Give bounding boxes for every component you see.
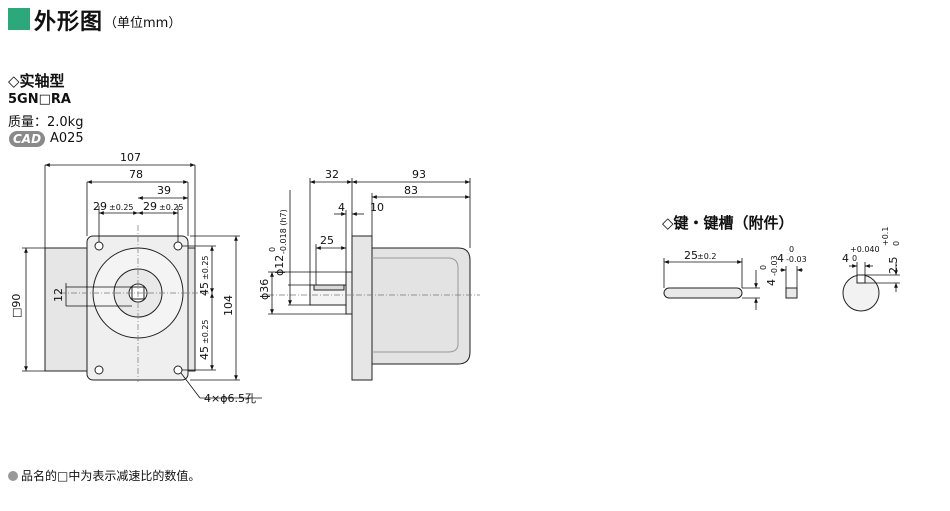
header-accent-square: [8, 8, 30, 30]
dim-key-width: 4: [777, 252, 784, 265]
dim-key-height-tol-lower: -0.03: [770, 255, 779, 276]
dim-key-length-tol: ±0.2: [697, 252, 716, 261]
dim-slot-width-tol-upper: +0.040: [850, 245, 880, 254]
key-section-title: ◇键・键槽（附件）: [662, 214, 794, 232]
dim-slot-width-tol-lower: 0: [852, 254, 857, 263]
dim-45-upper: 45: [198, 282, 211, 296]
side-dimension-lines: [268, 178, 471, 315]
dim-32: 32: [325, 168, 339, 181]
dim-shaft-tol-upper: 0: [268, 247, 277, 252]
dim-25: 25: [320, 234, 334, 247]
key-view: [663, 274, 880, 312]
dim-45-lower: 45: [198, 346, 211, 360]
side-view: [309, 235, 471, 381]
dim-key-height: 4: [765, 279, 778, 286]
dim-78: 78: [129, 168, 143, 181]
dim-slot-depth-tol-lower: 0: [892, 241, 901, 246]
dim-key-width-tol-upper: 0: [789, 245, 794, 254]
front-dimension-lines: [22, 163, 262, 399]
dim-107: 107: [120, 151, 141, 164]
model-number: 5GN□RA: [8, 92, 71, 107]
dim-12: 12: [52, 288, 65, 302]
dim-10: 10: [370, 201, 384, 214]
dim-shaft-tol-lower: -0.018 (h7): [279, 209, 288, 254]
section-title: ◇实轴型: [8, 72, 65, 90]
bullet-icon: [8, 471, 18, 481]
front-dimension-text: 107 78 39 29 ±0.25 29 ±0.25 □90 12 45 ±0…: [10, 151, 256, 405]
dim-93: 93: [412, 168, 426, 181]
dim-104: 104: [222, 295, 235, 316]
key-dimension-text: 25 ±0.2 4 0 -0.03 4 0 -0.03 4 +0.040 0 2…: [684, 227, 901, 286]
dim-shaft-dia: ϕ12: [273, 255, 286, 276]
cad-code[interactable]: A025: [50, 131, 84, 146]
side-dimension-text: 32 93 83 4 10 25 ϕ12 0 -0.018 (h7) ϕ36: [258, 168, 426, 300]
footnote-text: 品名的□中为表示减速比的数值。: [21, 469, 201, 483]
key-dimension-lines: [663, 258, 900, 310]
dim-29-left-tol: ±0.25: [109, 203, 134, 212]
page-title: 外形图: [34, 10, 104, 35]
dim-29-left: 29: [93, 200, 107, 213]
dim-45-lower-tol: ±0.25: [201, 319, 210, 344]
dim-key-length: 25: [684, 249, 698, 262]
dim-4: 4: [338, 201, 345, 214]
front-centerlines: [60, 225, 210, 382]
unit-note: （单位mm）: [104, 16, 182, 31]
cad-badge[interactable]: CAD: [9, 131, 45, 147]
dim-holes: 4×ϕ6.5孔: [204, 392, 256, 405]
dim-pilot: ϕ36: [258, 279, 271, 300]
dim-29-right-tol: ±0.25: [159, 203, 184, 212]
dim-29-right: 29: [143, 200, 157, 213]
dim-key-height-tol-upper: 0: [759, 265, 768, 270]
dim-45-upper-tol: ±0.25: [201, 255, 210, 280]
front-view: [44, 235, 196, 381]
dim-slot-width: 4: [842, 252, 849, 265]
dim-39: 39: [157, 184, 171, 197]
dim-key-width-tol-lower: -0.03: [786, 255, 807, 264]
dim-sq90: □90: [10, 294, 23, 318]
dim-slot-depth-tol-upper: +0.1: [881, 227, 890, 246]
mass-label: 质量：2.0kg: [8, 115, 84, 130]
footnote: 品名的□中为表示减速比的数值。: [8, 467, 200, 484]
dim-83: 83: [404, 184, 418, 197]
dim-slot-depth: 2.5: [887, 257, 900, 275]
